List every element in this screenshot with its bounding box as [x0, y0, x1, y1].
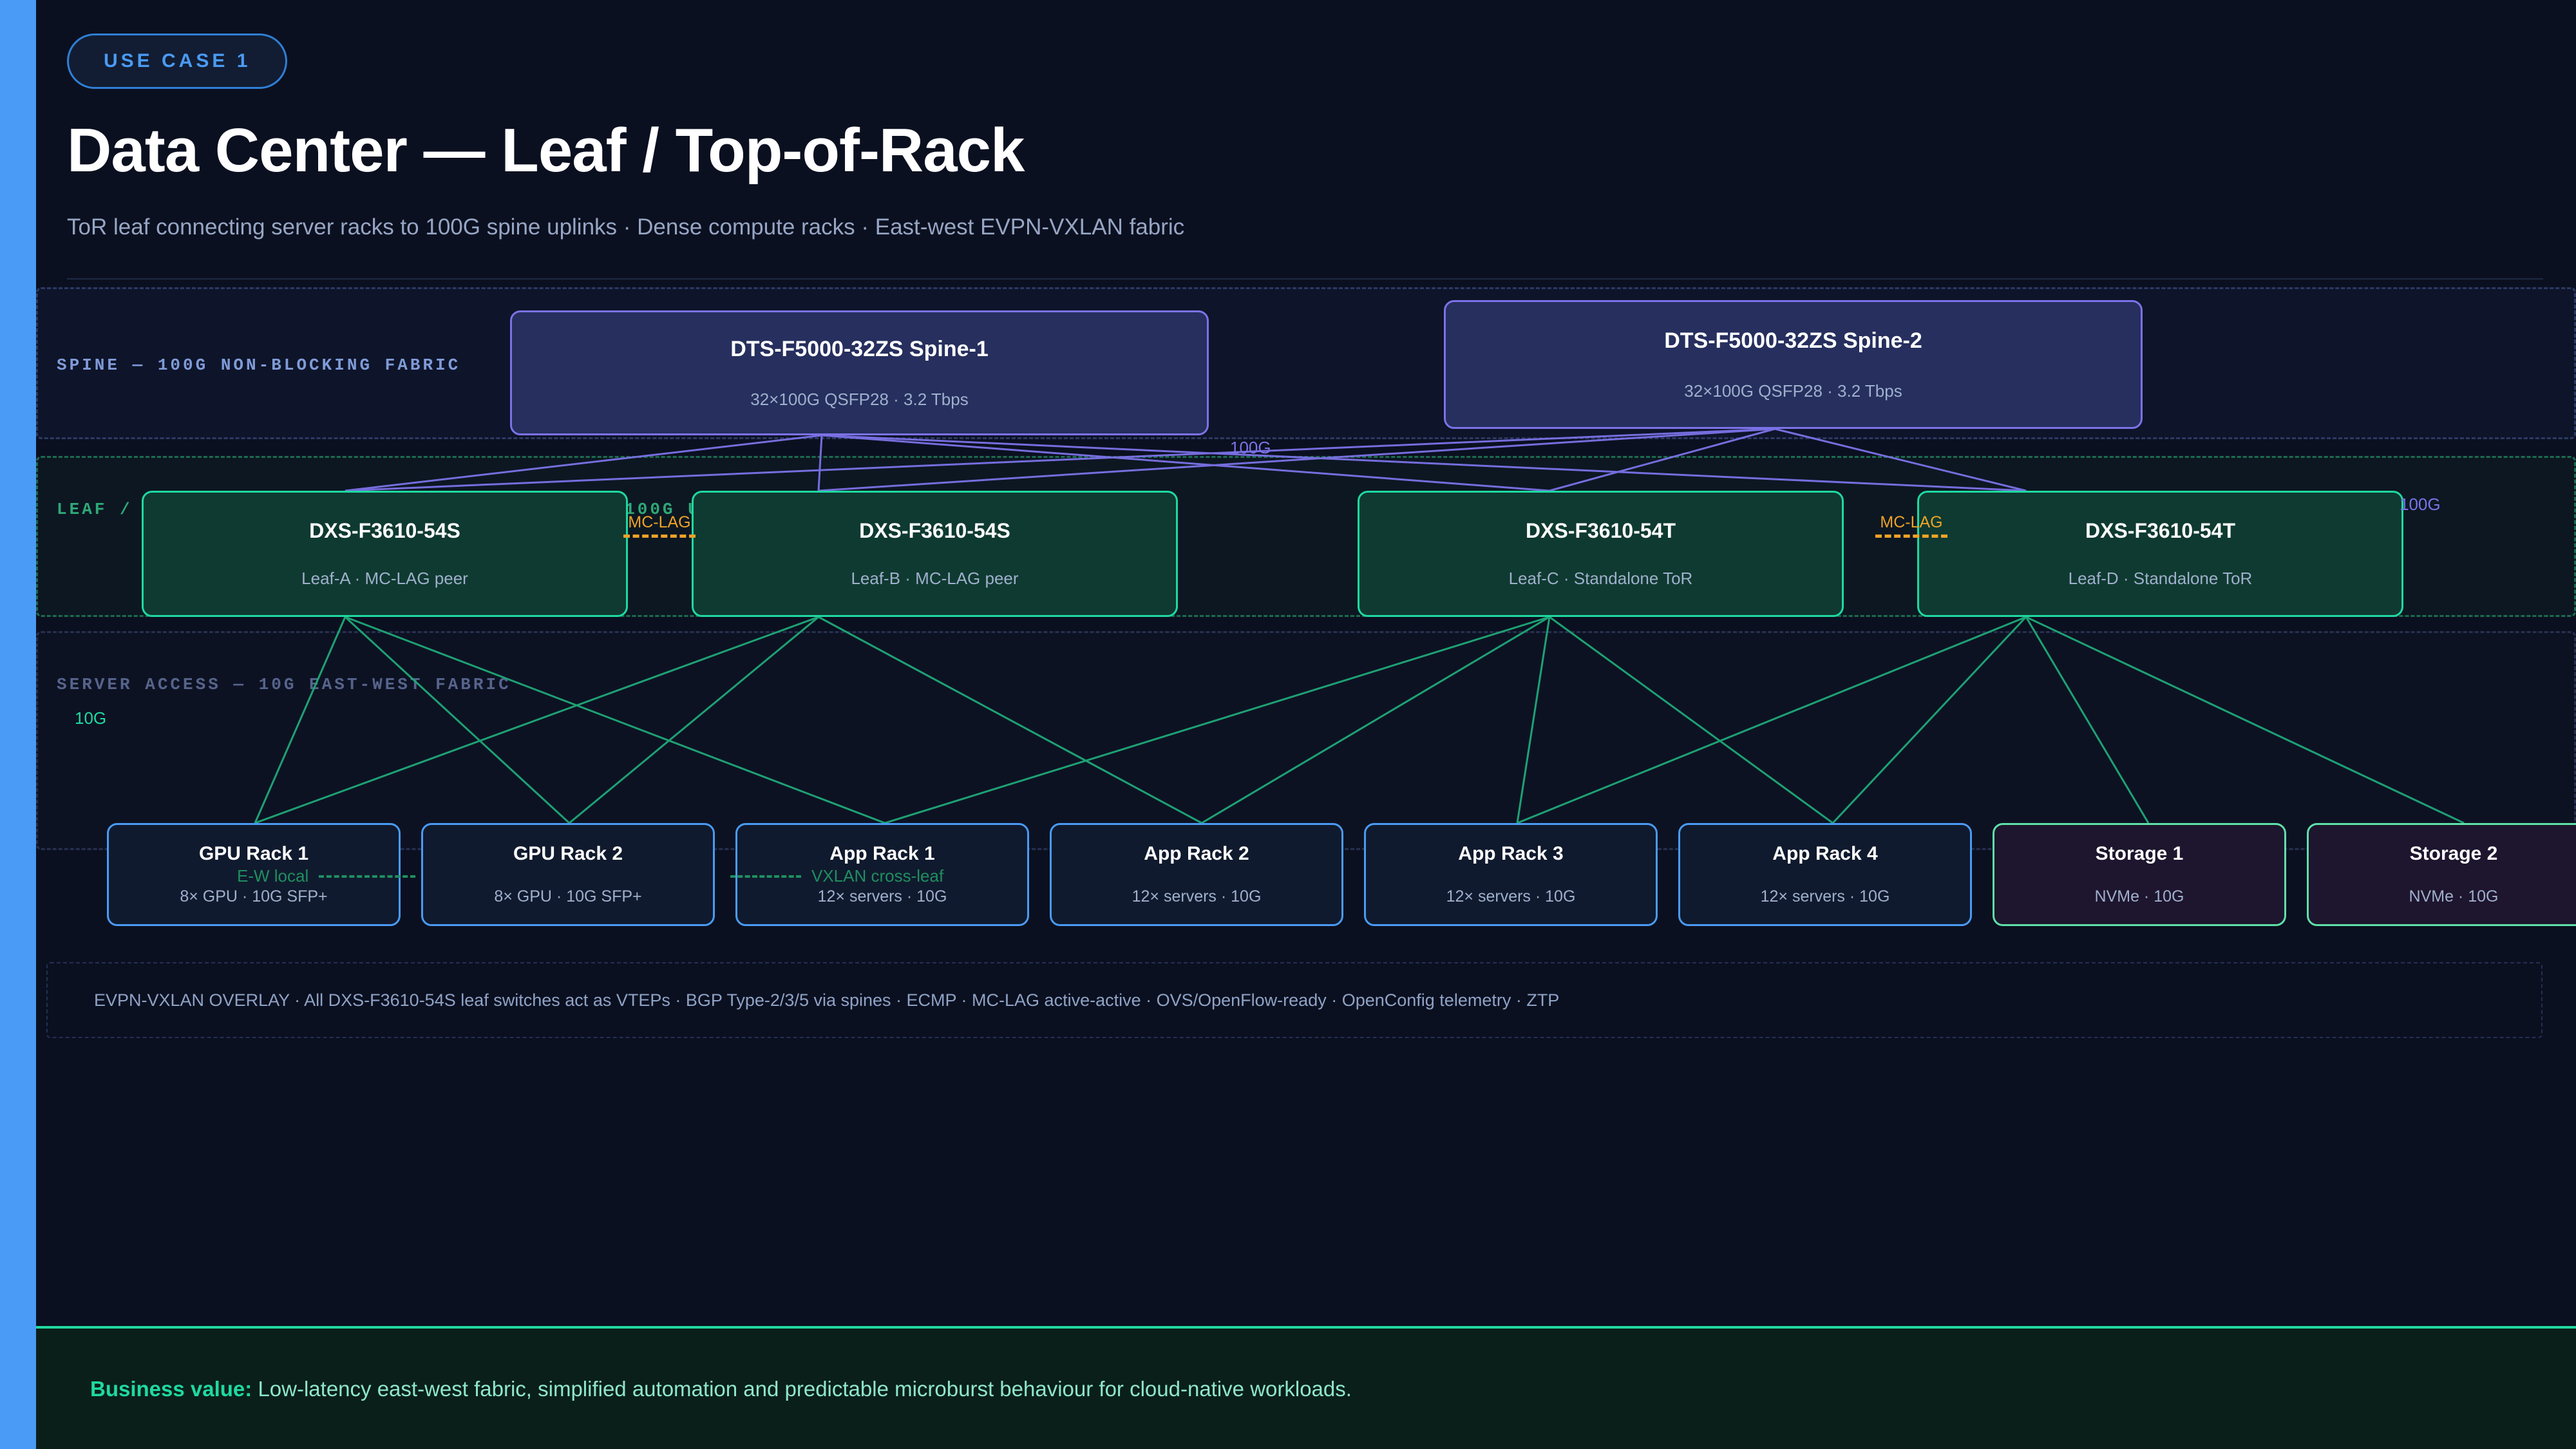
business-value-text: Business value: Low-latency east-west fa… — [90, 1377, 1352, 1401]
band-label-access: SERVER ACCESS — 10G EAST-WEST FABRIC — [57, 675, 511, 694]
node-title: App Rack 1 — [829, 843, 935, 865]
left-accent-bar — [0, 0, 36, 1449]
node-app-rack-2[interactable]: App Rack 2 12× servers · 10G — [1050, 823, 1343, 926]
node-leaf-c[interactable]: DXS-F3610-54T Leaf-C · Standalone ToR — [1358, 491, 1844, 617]
edge-label-100g-right: 100G — [2400, 495, 2441, 514]
node-subtitle: NVMe · 10G — [2094, 887, 2184, 905]
node-title: DXS-F3610-54S — [309, 518, 460, 542]
node-leaf-a[interactable]: DXS-F3610-54S Leaf-A · MC-LAG peer — [142, 491, 628, 617]
node-title: DTS-F5000-32ZS Spine-2 — [1664, 328, 1922, 353]
node-title: Storage 2 — [2409, 843, 2498, 865]
rack-link-dashed-line — [730, 875, 801, 878]
band-label-spine: SPINE — 100G NON-BLOCKING FABRIC — [57, 355, 461, 375]
node-storage-2[interactable]: Storage 2 NVMe · 10G — [2307, 823, 2576, 926]
rack-link-label: E-W local — [237, 866, 309, 886]
mclag-dashed-line — [623, 535, 696, 538]
node-subtitle: 32×100G QSFP28 · 3.2 Tbps — [1684, 381, 1902, 401]
header-divider — [67, 278, 2543, 279]
node-title: DXS-F3610-54T — [1526, 518, 1676, 542]
network-topology-diagram: SPINE — 100G NON-BLOCKING FABRIC LEAF / … — [36, 283, 2576, 1075]
node-subtitle: 8× GPU · 10G SFP+ — [494, 887, 642, 905]
edge-label-100g-center: 100G — [1230, 438, 1271, 457]
node-gpu-rack-2[interactable]: GPU Rack 2 8× GPU · 10G SFP+ — [421, 823, 715, 926]
node-gpu-rack-1[interactable]: GPU Rack 1 8× GPU · 10G SFP+ — [107, 823, 401, 926]
node-app-rack-4[interactable]: App Rack 4 12× servers · 10G — [1678, 823, 1972, 926]
node-title: App Rack 4 — [1772, 843, 1878, 865]
rack-link-dashed-line — [319, 875, 416, 878]
overlay-footnote-strip: EVPN-VXLAN OVERLAY · All DXS-F3610-54S l… — [46, 962, 2543, 1038]
overlay-footnote-text: EVPN-VXLAN OVERLAY · All DXS-F3610-54S l… — [94, 990, 1560, 1010]
page-title: Data Center — Leaf / Top-of-Rack — [67, 116, 1025, 185]
node-subtitle: 32×100G QSFP28 · 3.2 Tbps — [750, 389, 969, 409]
node-spine-1[interactable]: DTS-F5000-32ZS Spine-1 32×100G QSFP28 · … — [510, 310, 1209, 435]
band-spine — [36, 287, 2576, 439]
page-header: USE CASE 1 Data Center — Leaf / Top-of-R… — [67, 33, 2488, 240]
rack-link-label: VXLAN cross-leaf — [811, 866, 944, 886]
rack-link-vxlan-cross-leaf: VXLAN cross-leaf — [730, 866, 943, 886]
node-title: Storage 1 — [2095, 843, 2184, 865]
mclag-dashed-line — [1875, 535, 1947, 538]
node-subtitle: 12× servers · 10G — [817, 887, 947, 905]
node-title: DTS-F5000-32ZS Spine-1 — [730, 336, 989, 361]
node-title: App Rack 3 — [1458, 843, 1564, 865]
node-app-rack-3[interactable]: App Rack 3 12× servers · 10G — [1364, 823, 1658, 926]
business-value-body: Low-latency east-west fabric, simplified… — [252, 1376, 1352, 1401]
node-title: DXS-F3610-54T — [2085, 518, 2235, 542]
band-access — [36, 631, 2576, 850]
rack-link-ew-local: E-W local — [237, 866, 416, 886]
node-subtitle: 12× servers · 10G — [1446, 887, 1576, 905]
node-leaf-d[interactable]: DXS-F3610-54T Leaf-D · Standalone ToR — [1917, 491, 2403, 617]
node-title: DXS-F3610-54S — [859, 518, 1010, 542]
edge-label-10g: 10G — [75, 708, 107, 728]
node-title: GPU Rack 2 — [513, 843, 623, 865]
node-spine-2[interactable]: DTS-F5000-32ZS Spine-2 32×100G QSFP28 · … — [1444, 300, 2143, 429]
mclag-link-c-d: MC-LAG — [1875, 513, 1947, 538]
business-value-bar: Business value: Low-latency east-west fa… — [36, 1326, 2576, 1449]
node-subtitle: Leaf-C · Standalone ToR — [1508, 569, 1693, 589]
node-subtitle: 12× servers · 10G — [1760, 887, 1890, 905]
business-value-label: Business value: — [90, 1376, 252, 1401]
node-title: App Rack 2 — [1144, 843, 1249, 865]
node-storage-1[interactable]: Storage 1 NVMe · 10G — [1993, 823, 2286, 926]
mclag-label: MC-LAG — [1880, 513, 1943, 531]
node-title: GPU Rack 1 — [198, 843, 309, 865]
mclag-link-a-b: MC-LAG — [623, 513, 696, 538]
node-subtitle: NVMe · 10G — [2409, 887, 2499, 905]
node-subtitle: 8× GPU · 10G SFP+ — [180, 887, 328, 905]
mclag-label: MC-LAG — [628, 513, 691, 531]
node-subtitle: Leaf-A · MC-LAG peer — [301, 569, 468, 589]
node-app-rack-1[interactable]: App Rack 1 12× servers · 10G — [735, 823, 1029, 926]
page-subtitle: ToR leaf connecting server racks to 100G… — [67, 214, 1185, 240]
node-subtitle: 12× servers · 10G — [1132, 887, 1262, 905]
use-case-badge: USE CASE 1 — [67, 33, 288, 89]
node-leaf-b[interactable]: DXS-F3610-54S Leaf-B · MC-LAG peer — [692, 491, 1178, 617]
node-subtitle: Leaf-D · Standalone ToR — [2068, 569, 2253, 589]
node-subtitle: Leaf-B · MC-LAG peer — [851, 569, 1019, 589]
